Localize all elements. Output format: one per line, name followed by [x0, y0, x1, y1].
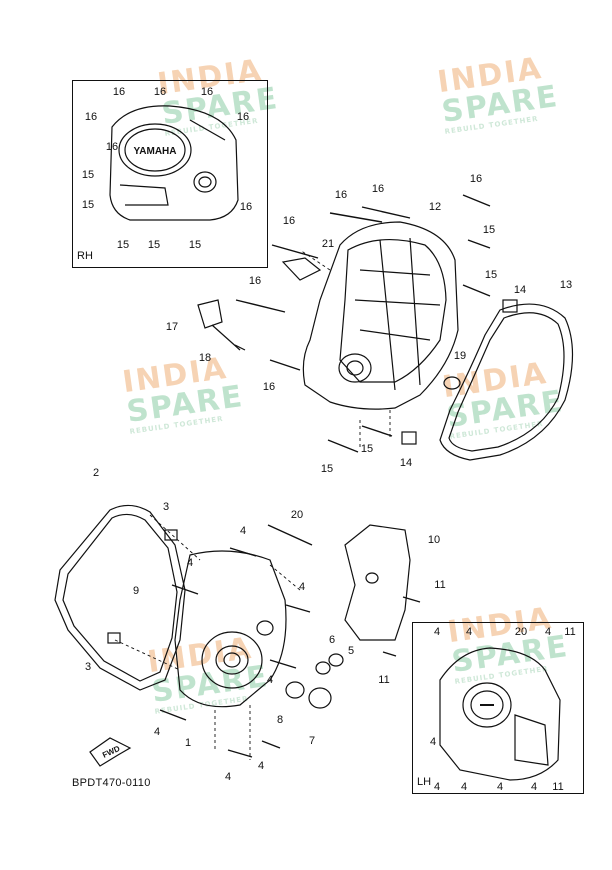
lh-inset-frame [412, 622, 584, 794]
callout-lower-17: 4 [154, 726, 160, 738]
callout-lower-12: 4 [267, 674, 273, 686]
callout-lower-16: 7 [309, 735, 315, 747]
callout-upper-8: 13 [560, 279, 572, 291]
callout-lower-6: 4 [187, 557, 193, 569]
callout-lh-inset-1: 4 [466, 626, 472, 638]
lh-generator-cover-drawing [439, 647, 561, 781]
callout-upper-5: 15 [483, 224, 495, 236]
callout-rh-inset-1: 16 [154, 86, 166, 98]
sprocket-cover-10 [344, 524, 411, 641]
bolts-upper [235, 194, 491, 453]
lh-inset-label: LH [417, 776, 432, 788]
generator-cover-drawing [174, 550, 287, 708]
callout-upper-3: 16 [283, 215, 295, 227]
callout-rh-inset-3: 16 [85, 111, 97, 123]
callout-lower-5: 9 [133, 585, 139, 597]
callout-lh-inset-7: 4 [461, 781, 467, 793]
callout-lh-inset-2: 20 [515, 626, 527, 638]
callout-lower-1: 3 [163, 501, 169, 513]
callout-lower-4: 10 [428, 534, 440, 546]
callout-lower-13: 11 [378, 674, 389, 686]
callout-lh-inset-8: 4 [497, 781, 503, 793]
callout-lower-18: 4 [225, 771, 231, 783]
callout-lower-15: 8 [277, 714, 283, 726]
callout-upper-6: 15 [485, 269, 497, 281]
o-ring-8 [285, 681, 305, 699]
dowel-3a [164, 529, 178, 541]
callout-lh-inset-4: 11 [564, 626, 575, 638]
plug-7 [308, 687, 332, 709]
callout-rh-inset-2: 16 [201, 86, 213, 98]
callout-upper-4: 12 [429, 201, 441, 213]
crankcase-cover-drawing [302, 221, 459, 410]
callout-lh-inset-3: 4 [545, 626, 551, 638]
rh-clutch-cover-drawing [109, 105, 239, 221]
callout-lh-inset-0: 4 [434, 626, 440, 638]
callout-rh-inset-7: 15 [82, 169, 94, 181]
callout-rh-inset-9: 15 [117, 239, 129, 251]
callout-lower-2: 4 [240, 525, 246, 537]
bracket-21 [281, 257, 322, 281]
rh-inset-label: RH [77, 250, 93, 262]
callout-rh-inset-6: 16 [240, 201, 252, 213]
callout-upper-10: 16 [249, 275, 261, 287]
callout-lh-inset-10: 11 [552, 781, 563, 793]
bolts-lower [159, 524, 421, 758]
callouts-upper: 16 16 16 16 12 15 15 14 13 21 16 17 18 19 16 15 15 14 [166, 173, 572, 475]
callout-lower-14: 1 [185, 737, 191, 749]
callout-upper-15: 15 [321, 463, 333, 475]
gasket-2-drawing [54, 504, 186, 691]
diagram-code: BPDT470-0110 [72, 777, 151, 789]
callout-upper-9: 21 [322, 238, 334, 250]
callout-upper-11: 17 [166, 321, 178, 333]
callout-lower-10: 6 [329, 634, 335, 646]
callout-lh-inset-6: 4 [434, 781, 440, 793]
callout-upper-16: 15 [361, 443, 373, 455]
callout-upper-1: 16 [372, 183, 384, 195]
oil-seal-19 [443, 376, 461, 390]
callout-lower-11: 5 [348, 645, 354, 657]
callout-upper-13: 19 [454, 350, 466, 362]
callout-upper-0: 16 [335, 189, 347, 201]
dowel-3b [107, 632, 121, 644]
callout-lower-19: 4 [258, 760, 264, 772]
callout-lower-0: 2 [93, 467, 99, 479]
yamaha-logo: YAMAHA [134, 146, 177, 157]
callout-lower-3: 20 [291, 509, 303, 521]
callout-upper-14: 16 [263, 381, 275, 393]
callout-lower-7: 11 [434, 579, 445, 591]
callout-upper-7: 14 [514, 284, 526, 296]
callout-lh-inset-5: 4 [430, 736, 436, 748]
callout-rh-inset-10: 15 [148, 239, 160, 251]
callout-upper-12: 18 [199, 352, 211, 364]
gasket-13-drawing [439, 303, 574, 461]
callout-rh-inset-8: 15 [82, 199, 94, 211]
fwd-label: FWD [101, 744, 122, 760]
callout-rh-inset-11: 15 [189, 239, 201, 251]
plug-5 [328, 653, 344, 667]
callout-lower-8: 4 [299, 581, 305, 593]
callouts-lh-inset: 4 4 20 4 11 4 4 4 4 4 11 [430, 626, 576, 793]
callout-lower-9: 3 [85, 661, 91, 673]
callout-lh-inset-9: 4 [531, 781, 537, 793]
fwd-arrow [89, 737, 132, 767]
callout-rh-inset-4: 16 [106, 141, 118, 153]
callout-upper-2: 16 [470, 173, 482, 185]
callout-rh-inset-0: 16 [113, 86, 125, 98]
rh-inset-frame [72, 80, 268, 268]
oil-filler-plug-17 [197, 299, 246, 351]
callout-rh-inset-5: 16 [237, 111, 249, 123]
callout-upper-17: 14 [400, 457, 412, 469]
callouts-rh-inset: 16 16 16 16 16 16 16 15 15 15 15 15 [82, 86, 252, 251]
o-ring-6 [315, 661, 331, 675]
